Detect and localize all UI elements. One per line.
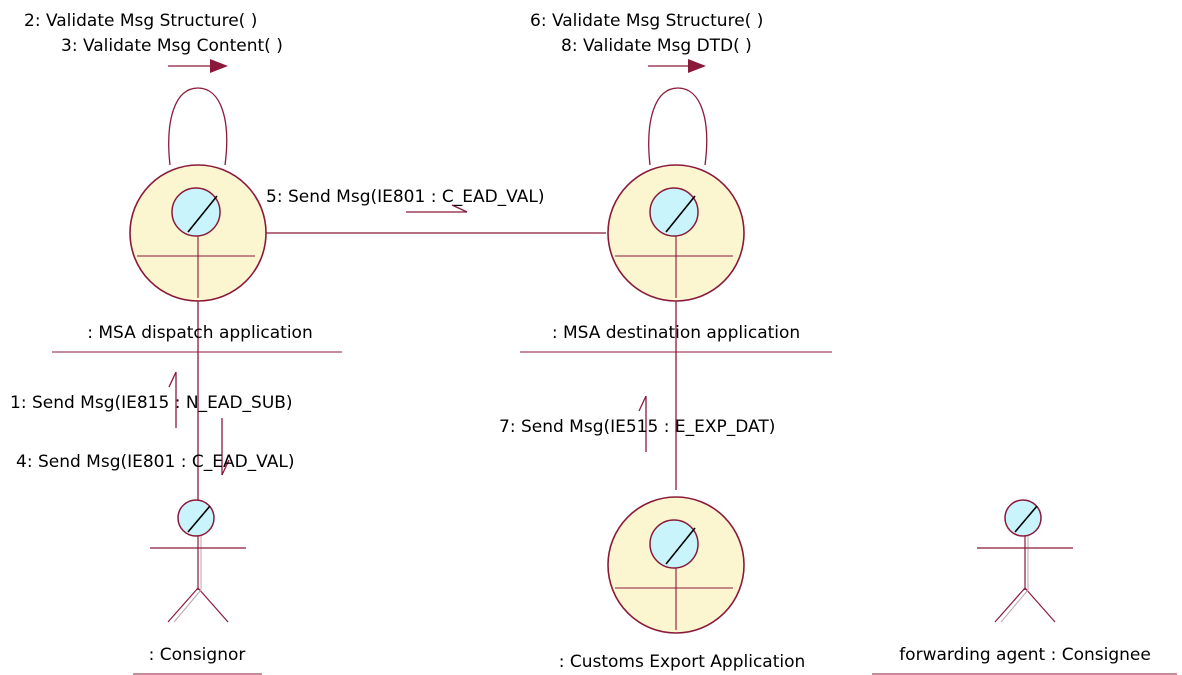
arrow-up-icon bbox=[638, 395, 647, 452]
self-loop-dispatch[interactable] bbox=[168, 87, 228, 166]
control-object-icon bbox=[129, 164, 267, 302]
actor-icon bbox=[150, 499, 246, 623]
message-label-6: 6: Validate Msg Structure( ) bbox=[530, 11, 763, 31]
object-label-customs: : Customs Export Application bbox=[559, 652, 806, 672]
message-label-8: 8: Validate Msg DTD( ) bbox=[561, 36, 752, 56]
actor-consignee[interactable] bbox=[977, 499, 1073, 623]
object-customs[interactable] bbox=[607, 496, 745, 634]
arrow-down-icon bbox=[221, 418, 230, 476]
arrow-right-icon bbox=[168, 59, 228, 73]
object-label-destination: : MSA destination application bbox=[552, 323, 800, 343]
message-label-3: 3: Validate Msg Content( ) bbox=[61, 36, 283, 56]
message-label-4: 4: Send Msg(IE801 : C_EAD_VAL) bbox=[16, 452, 294, 472]
control-object-icon bbox=[607, 496, 745, 634]
object-label-dispatch: : MSA dispatch application bbox=[87, 323, 312, 343]
arrow-up-icon bbox=[168, 371, 177, 428]
message-label-5: 5: Send Msg(IE801 : C_EAD_VAL) bbox=[266, 187, 544, 207]
self-loop-destination[interactable] bbox=[648, 87, 708, 166]
actor-icon bbox=[977, 499, 1073, 623]
arrow-right-icon bbox=[648, 59, 706, 73]
actor-label-consignor: : Consignor bbox=[149, 645, 246, 665]
message-label-1: 1: Send Msg(IE815 : N_EAD_SUB) bbox=[10, 393, 293, 413]
object-destination[interactable] bbox=[607, 164, 745, 302]
actor-consignor[interactable] bbox=[150, 499, 246, 623]
message-label-7: 7: Send Msg(IE515 : E_EXP_DAT) bbox=[499, 417, 775, 437]
actor-label-consignee: forwarding agent : Consignee bbox=[899, 645, 1151, 665]
message-label-2: 2: Validate Msg Structure( ) bbox=[24, 11, 257, 31]
arrow-right-icon bbox=[406, 204, 468, 213]
control-object-icon bbox=[607, 164, 745, 302]
object-dispatch[interactable] bbox=[129, 164, 267, 302]
